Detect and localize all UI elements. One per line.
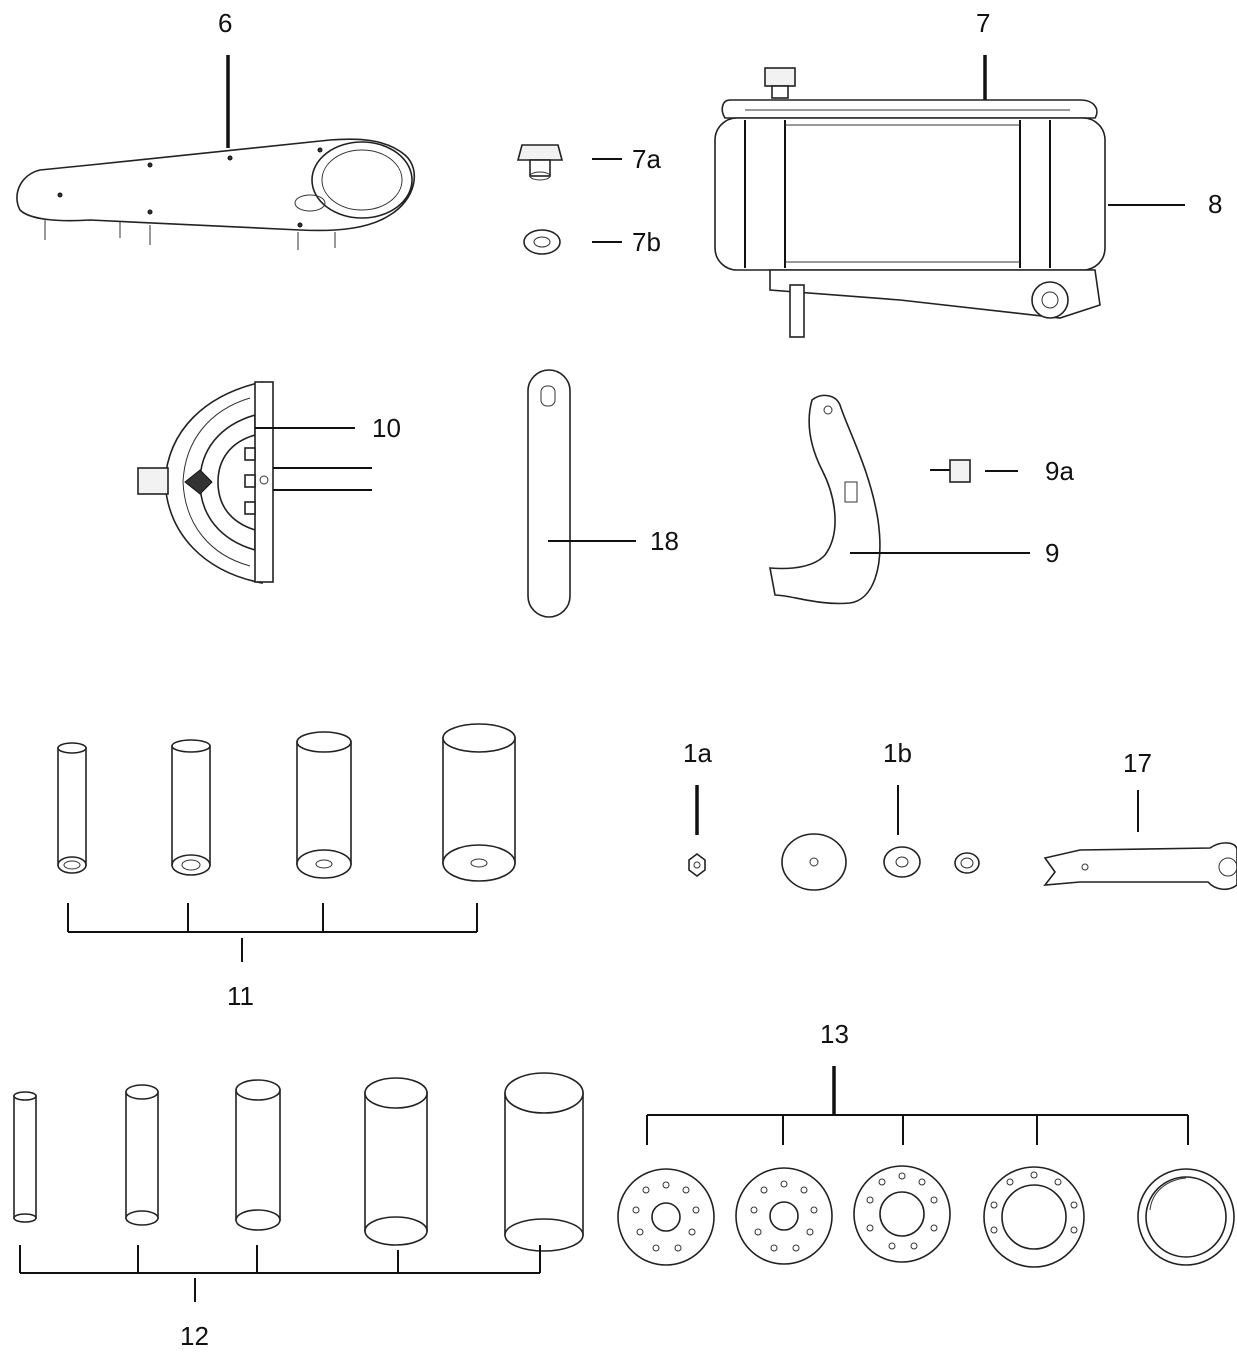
label-1b: 1b	[883, 738, 912, 768]
label-1a: 1a	[683, 738, 712, 768]
part-10-miter-gauge: 10	[137, 380, 401, 584]
label-18: 18	[650, 526, 679, 556]
part-17-wrench: 17	[1043, 748, 1237, 891]
label-12: 12	[180, 1321, 209, 1351]
part-11-sleeves: 11	[57, 723, 516, 1011]
part-12-drums: 12	[13, 1072, 584, 1351]
label-7: 7	[976, 8, 990, 38]
label-17: 17	[1123, 748, 1152, 778]
part-7b-washer: 7b	[523, 227, 661, 257]
part-6-belt-cover: 6	[16, 8, 416, 250]
part-13-discs: 13	[617, 1019, 1235, 1268]
label-8: 8	[1208, 189, 1222, 219]
label-11: 11	[227, 981, 254, 1011]
label-9: 9	[1045, 538, 1059, 568]
label-13: 13	[820, 1019, 849, 1049]
label-9a: 9a	[1045, 456, 1074, 486]
part-7a-knob: 7a	[516, 144, 661, 181]
part-9a-knob: 9a	[930, 456, 1074, 486]
label-7b: 7b	[632, 227, 661, 257]
part-9-guard: 9	[769, 394, 1059, 605]
part-18-bar: 18	[527, 369, 679, 618]
label-6: 6	[218, 8, 232, 38]
label-10: 10	[372, 413, 401, 443]
part-1a-1b-hardware: 1a 1b	[683, 738, 980, 891]
label-7a: 7a	[632, 144, 661, 174]
part-7-8-belt-unit: 7 8	[714, 8, 1222, 338]
